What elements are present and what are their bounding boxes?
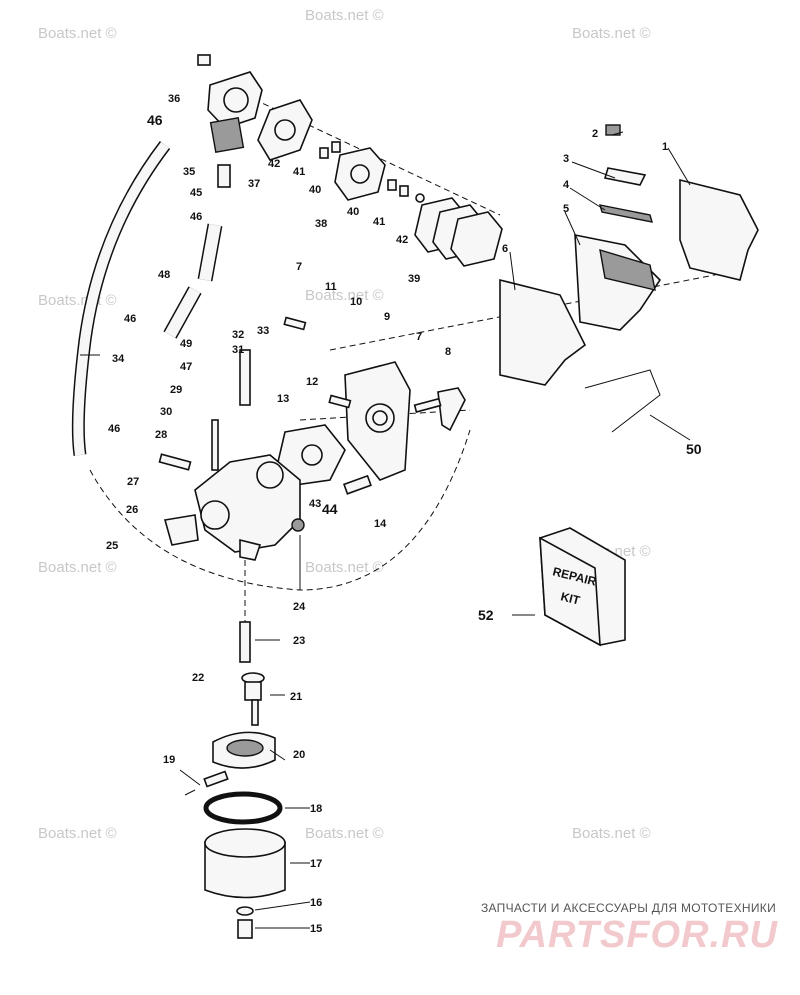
callout-46: 46 — [190, 211, 202, 223]
callout-36: 36 — [168, 93, 180, 105]
leader-lines — [80, 131, 691, 929]
callout-29: 29 — [170, 384, 182, 396]
callout-40: 40 — [309, 184, 321, 196]
callout-46: 46 — [124, 313, 136, 325]
watermark: Boats.net © — [38, 25, 117, 42]
callout-23: 23 — [293, 635, 305, 647]
callout-10: 10 — [350, 296, 362, 308]
callout-46: 46 — [147, 112, 163, 128]
callout-38: 38 — [315, 218, 327, 230]
callout-37: 37 — [248, 178, 260, 190]
callout-44: 44 — [322, 501, 338, 517]
callout-8: 8 — [445, 346, 451, 358]
watermark: Boats.net © — [305, 559, 384, 576]
callout-31: 31 — [232, 344, 244, 356]
callout-43: 43 — [309, 498, 321, 510]
callout-21: 21 — [290, 691, 302, 703]
callout-13: 13 — [277, 393, 289, 405]
callout-41: 41 — [373, 216, 385, 228]
callout-25: 25 — [106, 540, 118, 552]
callout-3: 3 — [563, 153, 569, 165]
callout-1: 1 — [662, 141, 668, 153]
callout-7: 7 — [416, 331, 422, 343]
fuel-pump-body — [197, 54, 263, 154]
gaskets-39 — [414, 197, 503, 267]
callout-49: 49 — [180, 338, 192, 350]
callout-30: 30 — [160, 406, 172, 418]
callout-41: 41 — [293, 166, 305, 178]
callout-12: 12 — [306, 376, 318, 388]
callout-34: 34 — [112, 353, 125, 365]
callout-42: 42 — [396, 234, 408, 246]
callout-50: 50 — [686, 441, 702, 457]
small-bolts — [158, 316, 442, 546]
gaskets-upper-right — [499, 124, 759, 386]
callout-47: 47 — [180, 361, 192, 373]
gasket-13 — [277, 424, 346, 486]
repair-kit-52: REPAIR KIT — [539, 527, 626, 647]
callout-19: 19 — [163, 754, 175, 766]
callout-4: 4 — [563, 179, 570, 191]
float-bowl-assembly — [184, 621, 286, 939]
pump-diaphragm-37 — [257, 99, 313, 161]
watermark: Boats.net © — [572, 825, 651, 842]
callout-48: 48 — [158, 269, 170, 281]
callout-9: 9 — [384, 311, 390, 323]
callout-16: 16 — [310, 897, 322, 909]
callout-24: 24 — [293, 601, 306, 613]
callout-2: 2 — [592, 128, 598, 140]
callout-numbers: 1 2 3 4 5 6 7 7 8 9 10 11 12 13 14 15 16… — [106, 93, 702, 935]
watermark: Boats.net © — [572, 25, 651, 42]
callout-26: 26 — [126, 504, 138, 516]
callout-22: 22 — [192, 672, 204, 684]
watermark: Boats.net © — [38, 292, 117, 309]
watermarks: Boats.net © Boats.net © Boats.net © Boat… — [38, 7, 651, 842]
callout-45: 45 — [190, 187, 202, 199]
callout-17: 17 — [310, 858, 322, 870]
callout-15: 15 — [310, 923, 322, 935]
intake-manifold-9 — [344, 361, 411, 481]
small-washers — [319, 141, 425, 203]
callout-18: 18 — [310, 803, 322, 815]
callout-46: 46 — [108, 423, 120, 435]
callout-28: 28 — [155, 429, 167, 441]
callout-7: 7 — [296, 261, 302, 273]
watermark: Boats.net © — [305, 7, 384, 24]
callout-42: 42 — [268, 158, 280, 170]
watermark: Boats.net © — [38, 559, 117, 576]
wire-link-50 — [584, 369, 661, 433]
callout-35: 35 — [183, 166, 195, 178]
pump-cover-38 — [334, 147, 386, 201]
callout-5: 5 — [563, 203, 569, 215]
callout-14: 14 — [374, 518, 387, 530]
callout-20: 20 — [293, 749, 305, 761]
callout-52: 52 — [478, 607, 494, 623]
callout-6: 6 — [502, 243, 508, 255]
callout-39: 39 — [408, 273, 420, 285]
fuel-hoses — [71, 141, 231, 456]
callout-27: 27 — [127, 476, 139, 488]
choke-lever-8 — [437, 387, 466, 432]
callout-11: 11 — [325, 281, 337, 293]
watermark: Boats.net © — [38, 825, 117, 842]
callout-33: 33 — [257, 325, 269, 337]
carburetor-body — [194, 349, 305, 561]
brand-subtitle: ЗАПЧАСТИ И АКСЕССУАРЫ ДЛЯ МОТОТЕХНИКИ — [480, 901, 776, 915]
brand-logo[interactable]: PARTSFOR.RU — [496, 914, 778, 956]
callout-32: 32 — [232, 329, 244, 341]
watermark: Boats.net © — [305, 825, 384, 842]
kit-label-line2: KIT — [559, 589, 582, 607]
watermark: Boats.net © — [305, 287, 384, 304]
callout-40: 40 — [347, 206, 359, 218]
